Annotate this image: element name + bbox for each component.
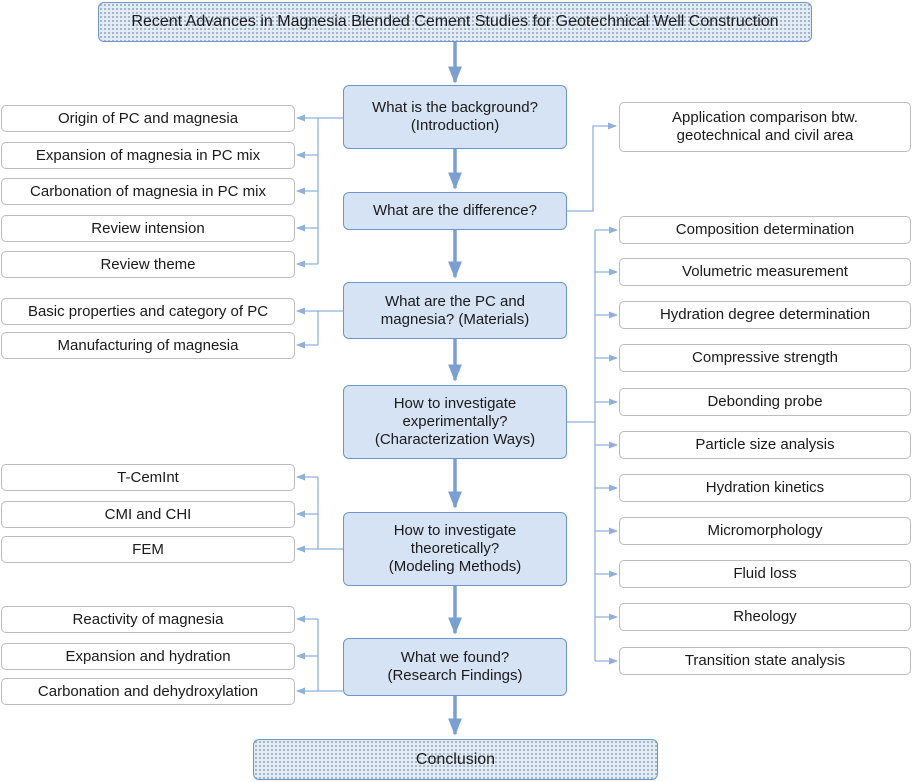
introduction-item-label: Origin of PC and magnesia: [57, 109, 239, 127]
introduction-item: Review theme: [1, 251, 295, 278]
characterization-item-label: Debonding probe: [707, 393, 823, 410]
title-box: Recent Advances in Magnesia Blended Ceme…: [98, 2, 812, 42]
step-characterization: How to investigate experimentally? (Char…: [343, 385, 567, 459]
step-modeling-line1: How to investigate: [393, 522, 517, 539]
findings-item-label: Expansion and hydration: [65, 647, 231, 665]
characterization-item: Rheology: [619, 603, 911, 631]
characterization-item: Compressive strength: [619, 344, 911, 372]
materials-item-label: Manufacturing of magnesia: [57, 336, 239, 354]
difference-item: Application comparison btw. geotechnical…: [619, 102, 911, 152]
characterization-item: Transition state analysis: [619, 647, 911, 675]
step-characterization-line2: experimentally?: [402, 413, 508, 430]
characterization-item-label: Hydration kinetics: [705, 479, 825, 496]
characterization-item: Micromorphology: [619, 517, 911, 545]
step-materials: What are the PC and magnesia? (Materials…: [343, 282, 567, 339]
step-characterization-line3: (Characterization Ways): [374, 431, 536, 448]
characterization-item-label: Hydration degree determination: [659, 306, 871, 323]
materials-item: Manufacturing of magnesia: [1, 332, 295, 359]
findings-item: Carbonation and dehydroxylation: [1, 678, 295, 705]
introduction-item: Review intension: [1, 215, 295, 242]
characterization-item-label: Volumetric measurement: [682, 263, 848, 280]
title-text: Recent Advances in Magnesia Blended Ceme…: [131, 13, 779, 31]
introduction-item: Expansion of magnesia in PC mix: [1, 142, 295, 169]
introduction-item-label: Carbonation of magnesia in PC mix: [30, 182, 266, 200]
step-findings: What we found? (Research Findings): [343, 638, 567, 696]
modeling-item: CMI and CHI: [1, 501, 295, 528]
conclusion-box: Conclusion: [253, 739, 658, 780]
introduction-item-label: Expansion of magnesia in PC mix: [35, 146, 261, 164]
characterization-item-label: Rheology: [733, 608, 797, 625]
step-introduction: What is the background? (Introduction): [343, 85, 567, 149]
modeling-item: T-CemInt: [1, 464, 295, 491]
introduction-item: Origin of PC and magnesia: [1, 105, 295, 132]
characterization-item: Hydration kinetics: [619, 474, 911, 502]
side-connectors: [296, 114, 618, 695]
findings-item: Reactivity of magnesia: [1, 606, 295, 633]
characterization-item-label: Fluid loss: [733, 565, 797, 582]
modeling-item-label: T-CemInt: [117, 468, 179, 486]
step-introduction-line1: What is the background?: [372, 99, 538, 116]
introduction-item-label: Review intension: [91, 219, 205, 237]
findings-item: Expansion and hydration: [1, 643, 295, 670]
characterization-item: Debonding probe: [619, 388, 911, 416]
step-materials-line1: What are the PC and: [384, 292, 526, 310]
difference-item-line1: Application comparison btw.: [672, 109, 858, 126]
introduction-item: Carbonation of magnesia in PC mix: [1, 178, 295, 205]
step-difference-line1: What are the difference?: [373, 202, 537, 219]
difference-item-line2: geotechnical and civil area: [676, 127, 854, 144]
characterization-item: Volumetric measurement: [619, 258, 911, 286]
characterization-item: Particle size analysis: [619, 431, 911, 459]
modeling-item-label: CMI and CHI: [104, 505, 192, 523]
characterization-item-label: Compressive strength: [692, 349, 838, 366]
step-findings-line2: (Research Findings): [387, 667, 523, 684]
introduction-item-label: Review theme: [100, 255, 196, 273]
characterization-item-label: Composition determination: [675, 221, 855, 238]
characterization-item-label: Micromorphology: [707, 522, 823, 539]
characterization-item: Composition determination: [619, 216, 911, 244]
conclusion-text: Conclusion: [415, 750, 496, 768]
step-findings-line1: What we found?: [400, 649, 510, 666]
step-introduction-line2: (Introduction): [410, 117, 500, 134]
characterization-item: Fluid loss: [619, 560, 911, 588]
characterization-item: Hydration degree determination: [619, 301, 911, 329]
step-difference: What are the difference?: [343, 192, 567, 230]
materials-item: Basic properties and category of PC: [1, 298, 295, 325]
modeling-item: FEM: [1, 536, 295, 563]
modeling-item-label: FEM: [132, 540, 164, 558]
materials-item-label: Basic properties and category of PC: [27, 302, 269, 320]
step-modeling: How to investigate theoretically? (Model…: [343, 512, 567, 586]
step-modeling-line3: (Modeling Methods): [388, 558, 522, 575]
findings-item-label: Carbonation and dehydroxylation: [37, 682, 259, 700]
findings-item-label: Reactivity of magnesia: [72, 610, 224, 628]
step-characterization-line1: How to investigate: [393, 395, 517, 412]
characterization-item-label: Particle size analysis: [695, 436, 835, 453]
characterization-item-label: Transition state analysis: [684, 652, 846, 669]
step-modeling-line2: theoretically?: [410, 540, 500, 557]
step-materials-line2: magnesia? (Materials): [380, 310, 530, 328]
